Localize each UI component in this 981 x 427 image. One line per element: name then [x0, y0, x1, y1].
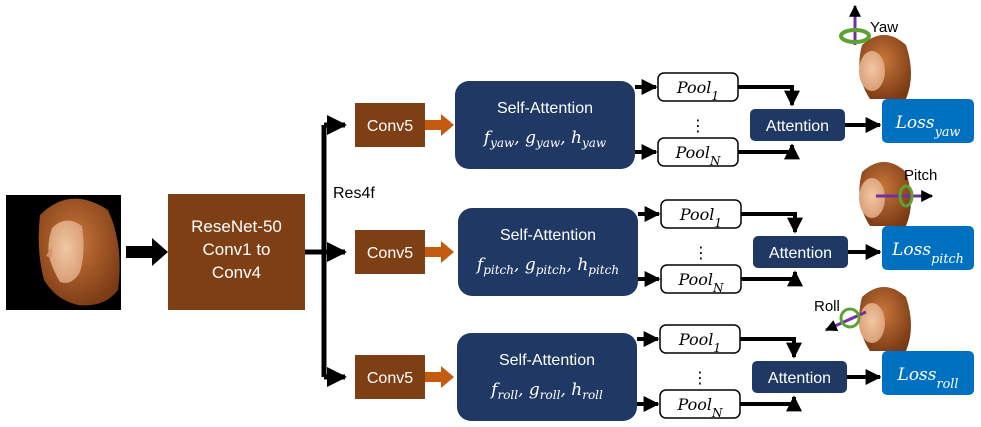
conv5-label: Conv5 [367, 370, 413, 387]
loss-block-yaw: Lossyaw [882, 99, 974, 143]
svg-text:PoolN: PoolN [678, 270, 725, 295]
conv5-label: Conv5 [367, 118, 413, 135]
rotation-axis-yaw-icon [839, 4, 871, 45]
self-attention-formula: froll, groll, hroll [489, 380, 603, 402]
pitch-label: Pitch [904, 167, 937, 184]
input-face-image [6, 195, 121, 310]
pool-to-attention-connector [741, 212, 803, 287]
backbone-line3: Conv4 [212, 263, 261, 282]
trunk-connectors [305, 115, 347, 387]
ellipsis-vertical: ⋮ [692, 368, 708, 387]
pool-to-attention-connector [738, 85, 800, 160]
attention-block-roll: Attention [752, 361, 847, 393]
conv5-block-yaw: Conv5 [355, 103, 425, 147]
pool-1-box-pitch: Pool1 [660, 199, 742, 230]
attention-block-yaw: Attention [750, 109, 845, 141]
head-pose-face-pitch [859, 162, 911, 226]
svg-text:Losspitch: Losspitch [891, 240, 964, 267]
backbone-line2: Conv1 to [202, 240, 270, 259]
conv-to-attention-arrow [425, 366, 454, 388]
ellipsis-vertical: ⋮ [693, 243, 709, 262]
pool-to-attention-connector [740, 337, 802, 412]
pool-n-box-roll: PoolN [659, 389, 741, 420]
conv5-label: Conv5 [367, 245, 413, 262]
svg-text:PoolN: PoolN [677, 395, 724, 420]
branch-yaw: Conv5 Self-Attention fyaw, gyaw, hyaw Pool1… [355, 4, 974, 169]
svg-text:Lossroll: Lossroll [897, 365, 959, 392]
head-pose-face-roll [859, 287, 911, 351]
conv-to-attention-arrow [425, 241, 454, 263]
conv-to-attention-arrow [425, 114, 454, 136]
svg-text:Lossyaw: Lossyaw [895, 113, 961, 140]
backbone-line1: ReseNet-50 [191, 217, 282, 236]
rotation-axis-pitch-icon [876, 184, 934, 208]
self-attention-formula: fpitch, gpitch, hpitch [475, 255, 619, 277]
input-arrow [126, 238, 168, 266]
self-attention-title: Self-Attention [499, 352, 595, 369]
attention-label: Attention [766, 118, 829, 135]
attention-label: Attention [768, 370, 831, 387]
ellipsis-vertical: ⋮ [690, 116, 706, 135]
self-attention-block-yaw: Self-Attention fyaw, gyaw, hyaw [455, 81, 635, 169]
pool-n-box-pitch: PoolN [660, 264, 742, 295]
pool-1-box-roll: Pool1 [659, 324, 741, 355]
conv5-block-roll: Conv5 [355, 355, 425, 399]
branch-pitch: Conv5 Self-Attention fpitch, gpitch, hpitc… [355, 162, 974, 296]
self-attention-title: Self-Attention [497, 100, 593, 117]
self-attention-formula: fyaw, gyaw, hyaw [482, 128, 607, 150]
roll-label: Roll [814, 298, 840, 315]
self-attention-title: Self-Attention [500, 227, 596, 244]
rotation-axis-roll-icon [824, 307, 867, 332]
backbone-block: ReseNet-50 Conv1 to Conv4 [168, 194, 305, 310]
self-attention-block-pitch: Self-Attention fpitch, gpitch, hpitch [458, 208, 638, 296]
pool-1-box-yaw: Pool1 [657, 72, 739, 103]
svg-text:Pool1: Pool1 [678, 330, 721, 355]
svg-text:PoolN: PoolN [675, 143, 722, 168]
self-attention-block-roll: Self-Attention froll, groll, hroll [457, 333, 637, 421]
loss-block-pitch: Losspitch [882, 226, 974, 270]
yaw-label: Yaw [870, 19, 898, 36]
head-pose-face-yaw [859, 35, 911, 99]
loss-block-roll: Lossroll [882, 351, 974, 395]
svg-text:Pool1: Pool1 [676, 78, 719, 103]
conv5-block-pitch: Conv5 [355, 230, 425, 274]
svg-text:Pool1: Pool1 [679, 205, 722, 230]
attention-label: Attention [769, 245, 832, 262]
pool-n-box-yaw: PoolN [657, 137, 739, 168]
attention-block-pitch: Attention [753, 236, 848, 268]
res4f-label: Res4f [333, 185, 375, 202]
